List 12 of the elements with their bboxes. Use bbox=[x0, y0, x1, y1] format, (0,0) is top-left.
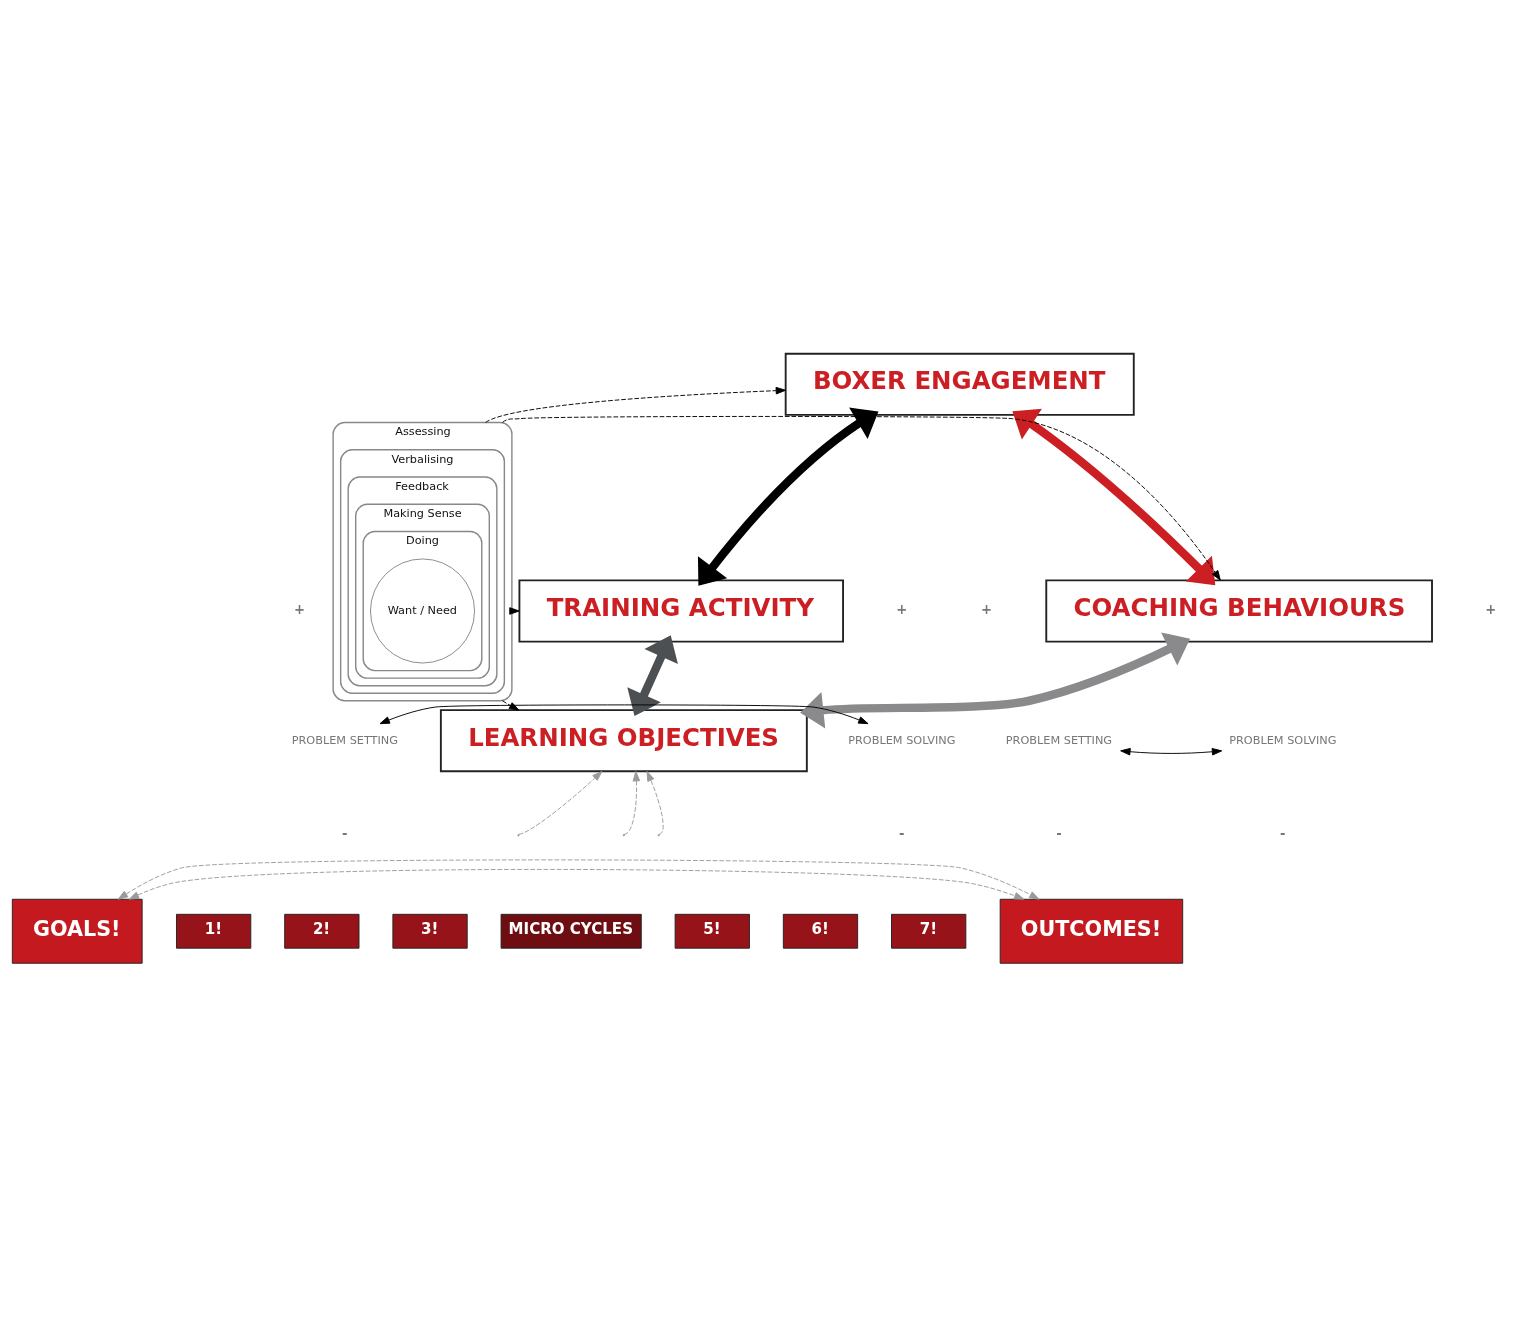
label: + bbox=[896, 601, 908, 617]
label: + bbox=[980, 601, 992, 617]
node-text: PROBLEM SOLVING bbox=[848, 733, 956, 747]
node-text: PROBLEM SOLVING bbox=[1229, 733, 1337, 747]
label: - bbox=[1056, 825, 1062, 841]
label: - bbox=[342, 825, 348, 841]
label: + bbox=[1485, 601, 1497, 617]
label: - bbox=[1280, 825, 1286, 841]
label: - bbox=[899, 825, 905, 841]
node-text: PROBLEM SETTING bbox=[291, 733, 398, 747]
node-text: PROBLEM SETTING bbox=[1005, 733, 1113, 747]
label: + bbox=[294, 601, 306, 617]
